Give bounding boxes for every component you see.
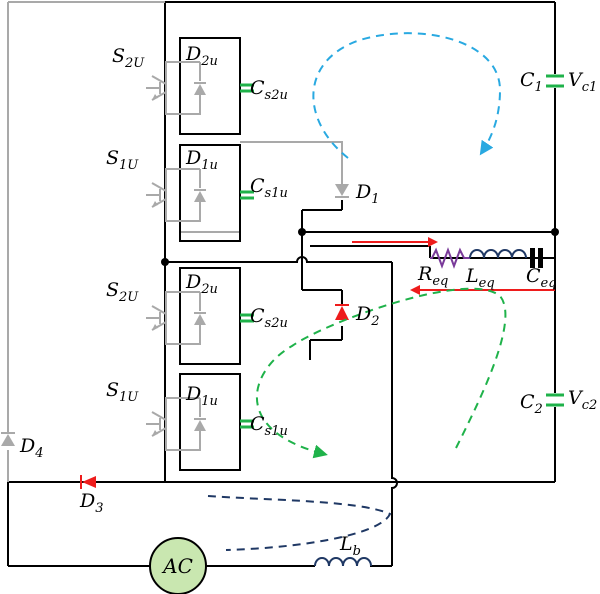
green-flow-arrow: [255, 287, 507, 459]
diode-d1-symbol: [335, 184, 349, 198]
resistor-req-symbol: [430, 247, 470, 269]
capacitor-c1-symbol: [546, 74, 564, 88]
label-top-cs1u: Cs1u: [250, 175, 288, 201]
label-req: Req: [417, 263, 448, 289]
label-leq: Leq: [465, 265, 495, 291]
component-labels: D1 D2 D3 D4 C1 Vc1 C2 Vc2 Req Leq Ceq Lb: [19, 69, 597, 559]
blue-flow-arrow: [312, 32, 502, 159]
label-lb: Lb: [339, 533, 361, 559]
label-vc2: Vc2: [568, 387, 597, 413]
label-c2: C2: [520, 391, 543, 417]
ac-source-label: AC: [161, 554, 193, 578]
gray-wiring: [7, 1, 343, 482]
main-wiring: [7, 1, 556, 567]
label-bot-s2u: S2U: [106, 279, 139, 305]
label-bot-cs2u: Cs2u: [250, 305, 288, 331]
inductor-leq-symbol: [469, 249, 527, 259]
label-top-d2u: D2u: [185, 43, 218, 69]
label-top-s2u: S2U: [112, 45, 145, 71]
label-bot-d1u: D1u: [185, 383, 218, 409]
label-top-d1u: D1u: [185, 147, 218, 173]
label-d3: D3: [79, 490, 104, 516]
ac-source: AC: [149, 537, 207, 594]
capacitor-c2-symbol: [546, 393, 564, 407]
label-ceq: Ceq: [526, 265, 557, 291]
switch-top-s2u: [144, 36, 256, 136]
diode-d3-symbol: [80, 475, 96, 489]
navy-flow-arrow: [207, 495, 392, 551]
label-bot-d2u: D2u: [185, 271, 218, 297]
label-d4: D4: [19, 435, 44, 461]
diode-d4-symbol: [1, 432, 15, 446]
label-bot-cs1u: Cs1u: [250, 413, 288, 439]
label-vc1: Vc1: [568, 69, 597, 95]
junction-dots: [161, 228, 559, 266]
label-top-s1u: S1U: [106, 147, 139, 173]
inductor-lb-symbol: [314, 557, 372, 567]
label-bot-s1u: S1U: [106, 379, 139, 405]
diode-d2-symbol: [335, 304, 349, 320]
capacitor-ceq-symbol: [530, 248, 543, 268]
flow-annotations: [207, 32, 555, 551]
switch-labels: S2U D2u Cs2u S1U D1u Cs1u S2U D2u Cs2u S…: [106, 43, 288, 439]
label-c1: C1: [520, 69, 543, 95]
label-d1: D1: [355, 181, 380, 207]
label-top-cs2u: Cs2u: [250, 77, 288, 103]
label-d2: D2: [355, 303, 380, 329]
